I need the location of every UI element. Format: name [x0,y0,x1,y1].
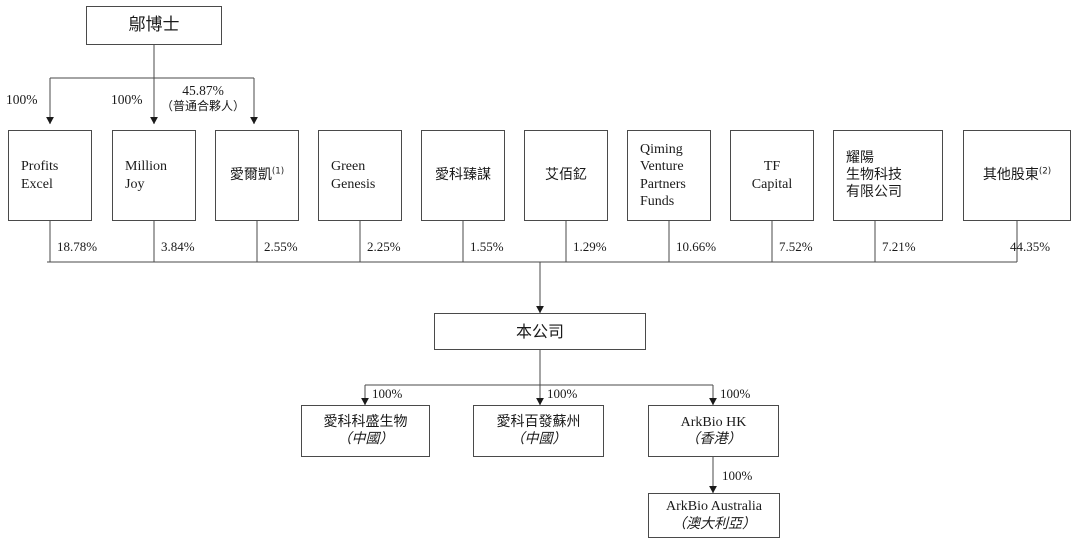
node-shareholder-green-genesis[interactable]: Green Genesis [318,130,402,221]
footnote-marker-1: (1) [271,166,285,177]
pct-label-sub-subsidiary: 100% [722,468,753,483]
owner-edge-label-0: 100% [6,92,38,107]
node-shareholder-aikezhenmou[interactable]: 愛科臻謀 [421,130,505,221]
node-subsidiary-arkbio-australia[interactable]: ArkBio Australia （澳大利亞） [648,493,780,538]
node-shareholder-aibaiyi[interactable]: 艾佰釔 [524,130,608,221]
node-founder[interactable]: 鄔博士 [86,6,222,45]
pct-label-subsidiary-0: 100% [372,386,403,401]
node-shareholder-million-joy[interactable]: Million Joy [112,130,196,221]
pct-label-green-genesis: 2.25% [367,239,401,254]
pct-label-subsidiary-2: 100% [720,386,751,401]
pct-label-other-shareholders: 44.35% [1010,239,1051,254]
node-subsidiary-arkbio-hk[interactable]: ArkBio HK （香港） [648,405,779,457]
node-shareholder-other-shareholders[interactable]: 其他股東(2) [963,130,1071,221]
footnote-marker-2: (2) [1038,166,1052,177]
node-the-company-label: 本公司 [515,321,564,341]
node-the-company[interactable]: 本公司 [434,313,646,350]
pct-label-aibaiyi: 1.29% [573,239,607,254]
node-subsidiary-aikebaifa-suzhou[interactable]: 愛科百發蘇州 （中國） [473,405,604,457]
pct-label-subsidiary-1: 100% [547,386,578,401]
owner-edge-label-1: 100% [111,92,143,107]
node-shareholder-qiming-venture-partners-funds[interactable]: Qiming Venture Partners Funds [627,130,711,221]
pct-label-tf-capital: 7.52% [779,239,813,254]
pct-label-profits-excel: 18.78% [57,239,98,254]
node-subsidiary-aikekesheng[interactable]: 愛科科盛生物 （中國） [301,405,430,457]
node-shareholder-aierkai[interactable]: 愛爾凱(1) [215,130,299,221]
pct-label-qiming: 10.66% [676,239,717,254]
pct-label-aikezhenmou: 1.55% [470,239,504,254]
node-shareholder-tf-capital[interactable]: TF Capital [730,130,814,221]
owner-edge-label-2: 45.87% （普通合夥人） [161,83,246,113]
node-founder-label: 鄔博士 [128,15,180,36]
pct-label-aierkai: 2.55% [264,239,298,254]
node-shareholder-yaoyang-biotech[interactable]: 耀陽 生物科技 有限公司 [833,130,943,221]
pct-label-million-joy: 3.84% [161,239,195,254]
node-shareholder-profits-excel[interactable]: Profits Excel [8,130,92,221]
pct-label-yaoyang: 7.21% [882,239,916,254]
